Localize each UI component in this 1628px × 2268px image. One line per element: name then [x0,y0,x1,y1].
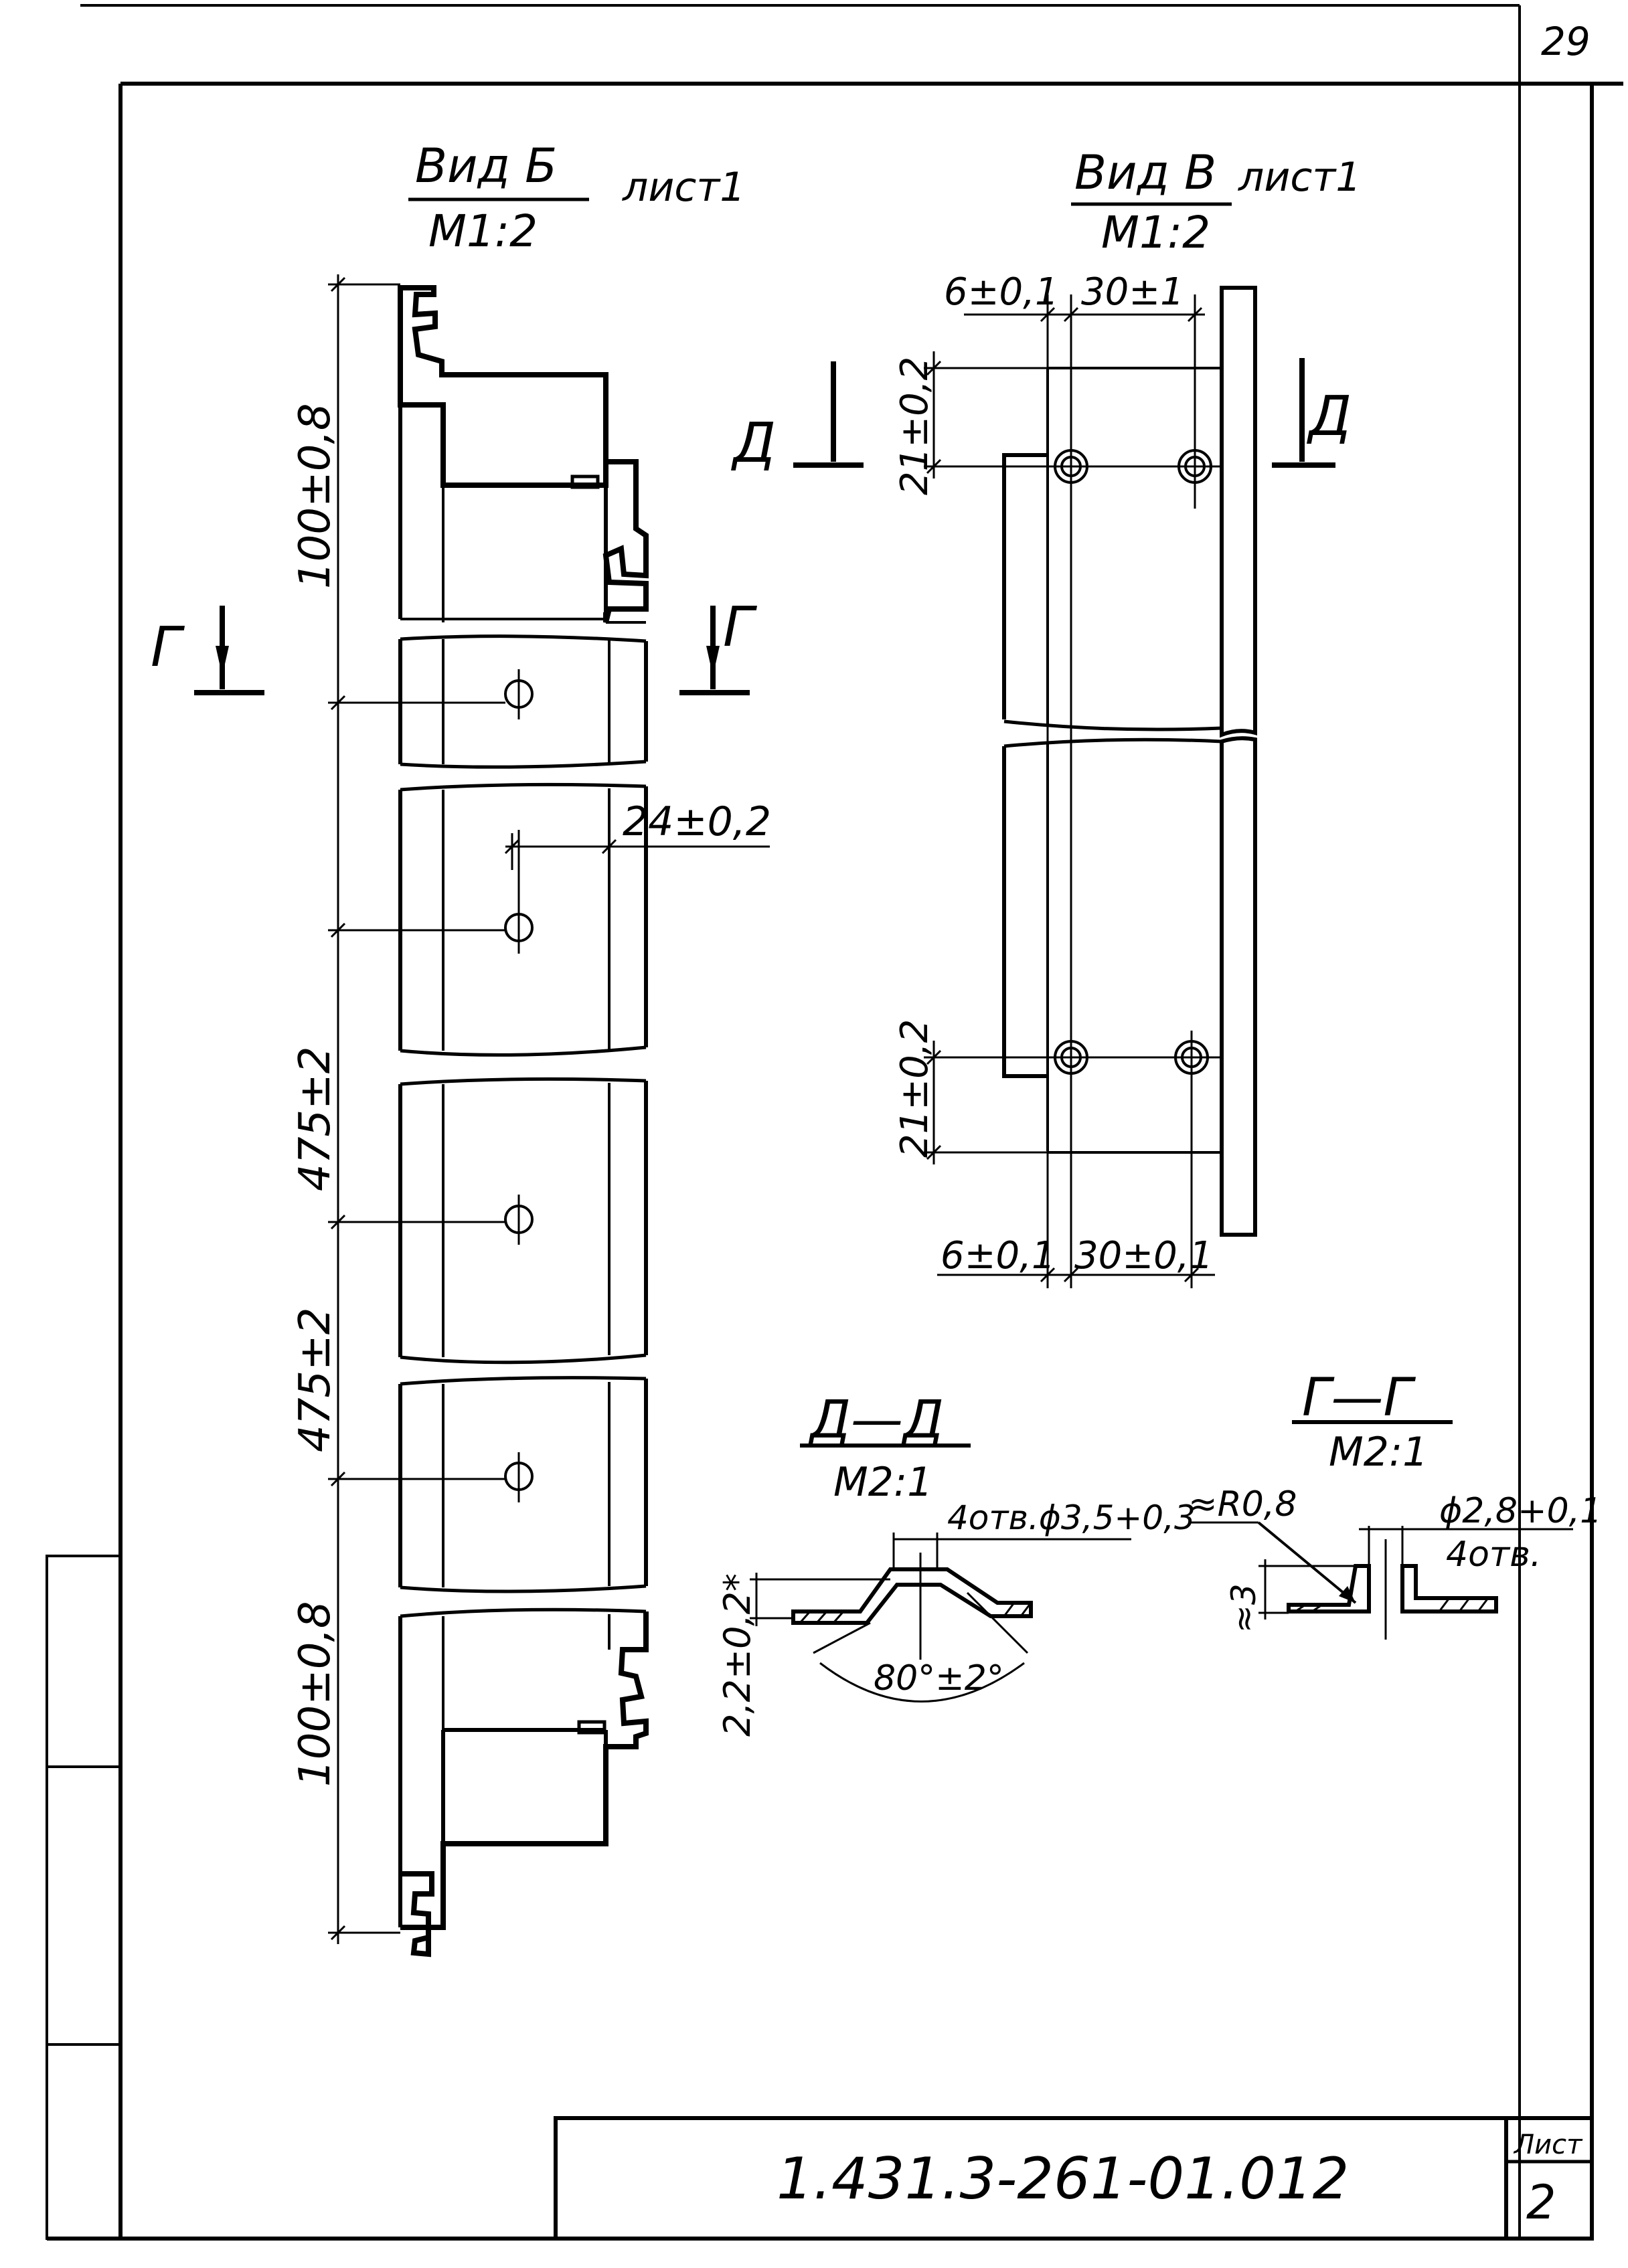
cut-marker-g-left [194,606,264,695]
view-b-hole-2 [504,830,534,954]
view-b-hole-1 [504,669,534,719]
dim-v-bot-vert: 21±0,2 [893,1019,937,1158]
sheet-value: 2 [1526,2175,1556,2230]
section-g: Г—Г М2:1 ≈R0,8 ϕ2,8+0,1 4отв. ≈3 [1188,1368,1602,1640]
view-b-segment-3 [398,1077,648,1365]
cut-marker-d-right [1272,358,1335,468]
dim-d-holes: 4отв.ϕ3,5+0,3 [947,1498,1196,1537]
view-v-sheet-ref: лист1 [1238,154,1361,201]
sheet-label: Лист [1513,2129,1583,2160]
dim-g-height: ≈3 [1224,1583,1263,1633]
doc-number: 1.431.3-261-01.012 [777,2146,1349,2212]
dim-b-bottom: 100±0,8 [291,1601,340,1787]
view-b-scale: М1:2 [428,205,538,257]
section-d-title: Д—Д [808,1390,944,1450]
dim-d-height: 2,2±0,2* [716,1573,758,1737]
view-v-scale: М1:2 [1101,207,1210,258]
view-v-dim-bottom [937,1267,1215,1283]
dim-b-top: 100±0,8 [291,403,340,589]
cut-marker-d-left [793,361,864,468]
cut-label-d-left: Д [731,412,776,475]
dim-v-top-vert: 21±0,2 [893,357,937,495]
view-b-sheet-ref: лист1 [622,164,745,211]
sheet-number: 29 [1541,19,1591,64]
dim-v-top-right: 30±1 [1081,270,1184,314]
dim-g-holes: 4отв. [1446,1535,1541,1575]
section-g-scale: М2:1 [1329,1429,1428,1476]
view-v-dim-bottom-vertical [926,1041,942,1164]
dim-v-bot-right: 30±0,1 [1074,1234,1213,1278]
view-b-title: Вид Б [415,139,557,193]
title-block [554,2116,1594,2241]
view-v-title: Вид В [1074,145,1216,200]
dim-g-diam: ϕ2,8+0,1 [1439,1491,1602,1531]
view-b-segment-4 [398,1376,648,1593]
section-g-title: Г—Г [1302,1368,1416,1428]
view-b-dim-chain [328,274,505,1944]
dim-g-radius: ≈R0,8 [1188,1484,1297,1524]
view-b-segment-2 [398,782,648,1057]
cut-label-d-right: Д [1307,385,1352,448]
view-v: Вид В М1:2 лист1 [731,145,1361,1288]
dim-v-top-left: 6±0,1 [944,270,1059,314]
view-v-dim-top [964,307,1205,323]
cut-label-g-left: Г [151,616,185,679]
cut-marker-g-right [679,606,750,695]
view-b-hole-4 [504,1452,534,1502]
dim-b-offset: 24±0,2 [623,798,771,845]
cut-label-g-right: Г [723,596,758,659]
view-b-segment-1 [398,634,648,769]
section-d: Д—Д М2:1 4отв.ϕ3,5+0,3 2,2±0,2* 80°±2° [716,1390,1196,1737]
section-d-scale: М2:1 [833,1459,932,1506]
view-v-dim-top-vertical [926,351,942,478]
dim-d-angle: 80°±2° [874,1658,1004,1698]
sheet-frame [46,4,1623,2241]
view-b-dim-offset [504,833,770,870]
view-b: Вид Б М1:2 лист1 [151,139,771,1957]
dim-b-span2: 475±2 [291,1308,340,1453]
view-b-hole-3 [504,1195,534,1245]
dim-b-span1: 475±2 [291,1047,340,1192]
dim-v-bot-left: 6±0,1 [941,1234,1056,1278]
